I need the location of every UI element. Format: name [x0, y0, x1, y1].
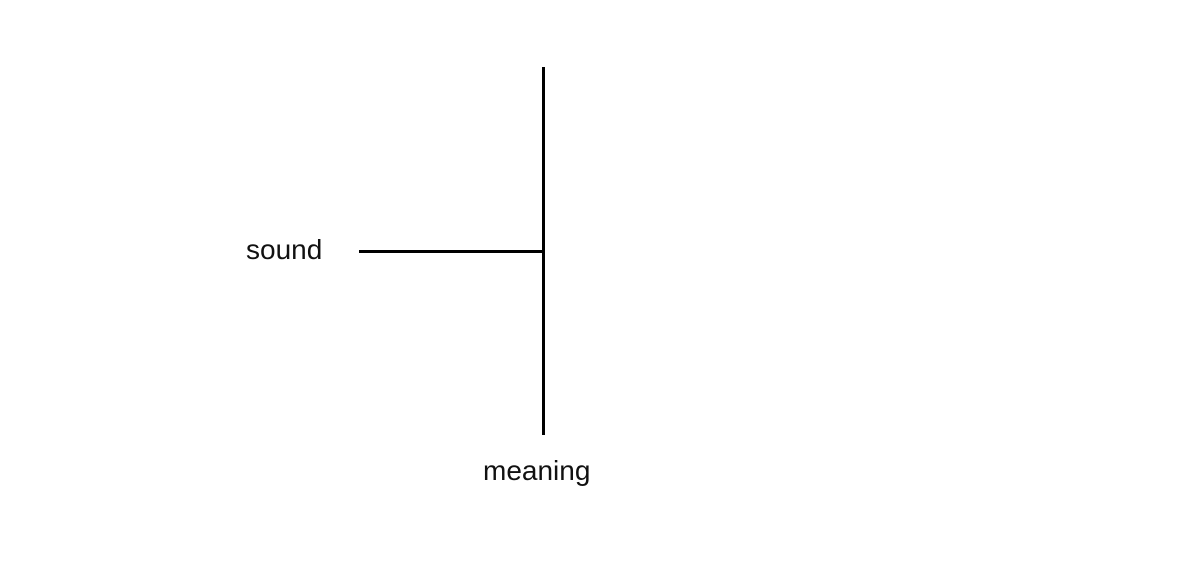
sound-connector-line	[359, 250, 544, 253]
sound-label: sound	[246, 234, 323, 265]
meaning-label: meaning	[483, 455, 591, 486]
